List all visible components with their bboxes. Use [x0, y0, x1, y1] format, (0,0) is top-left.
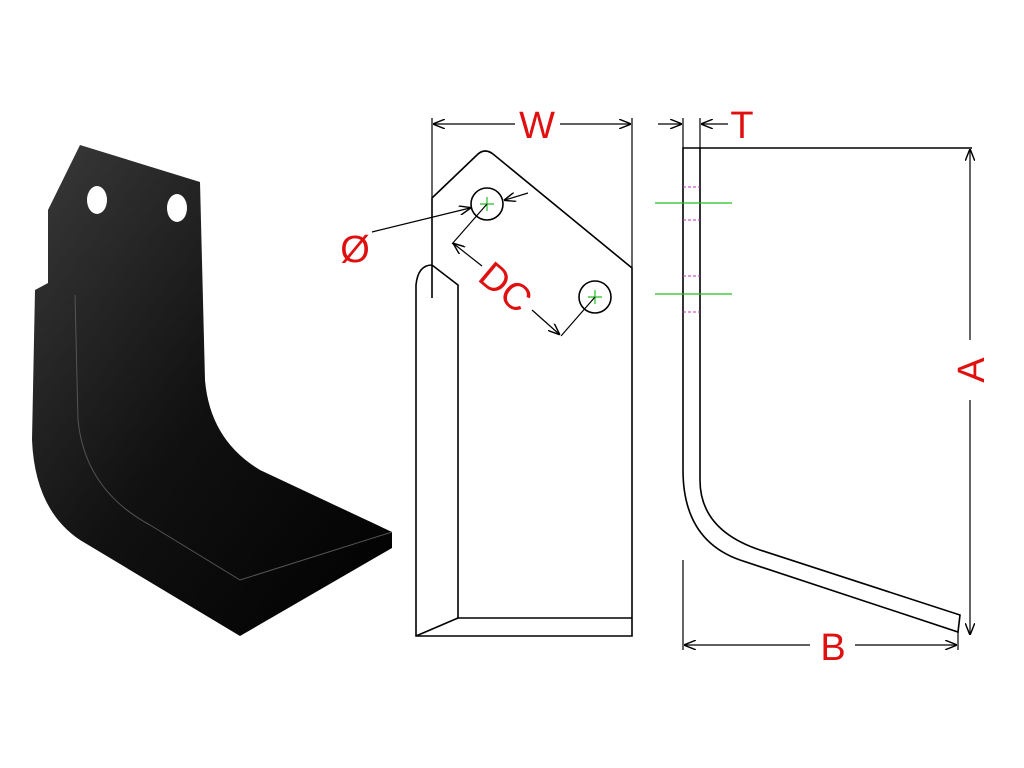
thickness-label: T — [730, 105, 753, 147]
hole-2 — [578, 280, 612, 314]
side-view — [655, 118, 972, 650]
mount-hole-2 — [167, 194, 187, 222]
front-view — [371, 118, 633, 637]
diameter-label: Ø — [340, 229, 370, 271]
mount-hole-1 — [87, 186, 107, 214]
base-label: B — [820, 627, 845, 669]
width-label: W — [519, 105, 555, 147]
height-label: A — [951, 357, 993, 383]
blade-3d-view — [32, 145, 393, 636]
hole-1 — [470, 187, 504, 221]
